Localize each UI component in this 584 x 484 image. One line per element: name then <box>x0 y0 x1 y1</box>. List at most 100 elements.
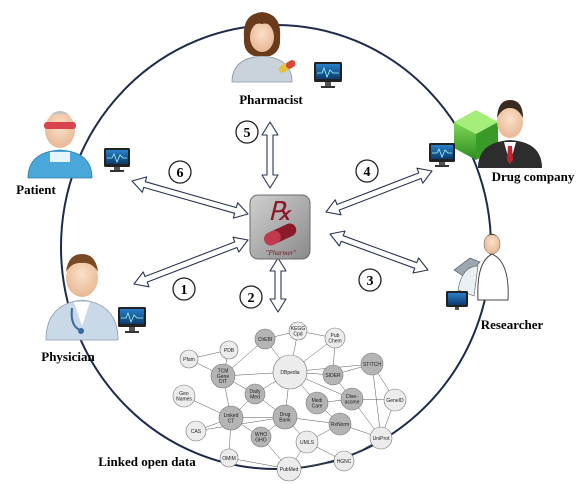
step-number: 6 <box>177 166 184 181</box>
monitor-icon <box>314 62 342 88</box>
lod-node-cas: CAS <box>185 420 207 442</box>
step-badge-3: 3 <box>358 268 382 292</box>
lod-node-label: PubMed <box>280 467 299 473</box>
lod-node-label: ChEBI <box>258 337 272 343</box>
lod-node-label: TCM <box>218 369 229 375</box>
lod-node-label: Med <box>250 394 260 400</box>
lod-node-label: STITCH <box>363 362 381 368</box>
monitor-icon <box>446 291 468 310</box>
lod-node-hgnc: HGNC <box>333 450 355 472</box>
lod-node-label: Gene <box>217 374 229 380</box>
double-arrow-patient <box>131 176 249 219</box>
lod-node-sider: SIDER <box>322 364 344 386</box>
lod-node-label: Names <box>176 396 192 402</box>
double-arrow-physician <box>133 236 249 288</box>
step-number: 2 <box>248 291 255 306</box>
lod-node-label: Cpd <box>293 331 302 337</box>
lod-node-label: KEGG <box>291 326 306 332</box>
drug-company-label: Drug company <box>492 169 575 184</box>
lod-node-label: Dise- <box>346 394 358 400</box>
lod-node-pubmed: PubMed <box>276 456 302 482</box>
pharmacist-avatar <box>231 12 296 83</box>
lod-node-label: UMLS <box>300 440 315 446</box>
lod-node-label: DIT <box>219 379 227 385</box>
monitor-icon <box>429 143 455 167</box>
double-arrow-pharmacist <box>261 121 279 189</box>
lod-node-gene-id: GeneID <box>383 388 407 412</box>
monitor-icon <box>104 148 130 172</box>
step-badge-2: 2 <box>239 285 263 309</box>
lod-edge <box>371 363 382 439</box>
lod-node-label: Drug <box>280 412 291 418</box>
lod-node-pfam: Pfam <box>179 349 199 369</box>
pharmer-logo: ℞ "Pharmer" <box>249 194 311 260</box>
lod-node-label: Chem <box>328 338 341 344</box>
drug-company-avatar <box>454 100 542 168</box>
lod-node-pdb: PDB <box>219 340 239 360</box>
step-badge-6: 6 <box>168 160 192 184</box>
lod-node-label: HGNC <box>337 459 352 465</box>
lod-node-label: Daily <box>249 389 261 395</box>
lod-node-label: SIDER <box>325 373 341 379</box>
lod-node-dbpedia: DBpedia <box>272 354 308 390</box>
step-number: 4 <box>364 165 371 180</box>
linked-open-data-caption: Linked open data <box>98 454 196 469</box>
lod-node-label: Bank <box>279 417 291 423</box>
lod-node-chebi: ChEBI <box>254 328 276 350</box>
step-badge-1: 1 <box>172 277 196 301</box>
physician-label: Physician <box>41 349 95 364</box>
lod-node-label: CAS <box>191 429 202 435</box>
pharmacist-label: Pharmacist <box>239 92 303 107</box>
number-badges: 1 2 3 4 5 6 <box>168 120 382 309</box>
lod-node-omim: OMIM <box>219 448 239 468</box>
researcher-label: Researcher <box>481 317 544 332</box>
step-badge-4: 4 <box>355 159 379 183</box>
lod-node-label: Geo <box>179 391 189 397</box>
lod-node-label: GHO <box>255 437 267 443</box>
lod-node-label: GeneID <box>386 398 404 404</box>
researcher-avatar <box>453 233 509 301</box>
physician-avatar <box>45 254 119 341</box>
lod-node-rxnorm: RxNorm <box>328 412 352 436</box>
lod-node-uniprot: UniProt <box>369 426 393 450</box>
logo-caption: "Pharmer" <box>266 249 297 257</box>
double-arrow-drug-company <box>325 167 433 216</box>
lod-node-label: Care <box>312 403 323 409</box>
step-number: 3 <box>367 274 374 289</box>
lod-node-label: PDB <box>224 348 235 354</box>
lod-node-label: Medi <box>312 398 323 404</box>
lod-node-stitch: STITCH <box>360 352 384 376</box>
lod-node-umls: UMLS <box>295 430 319 454</box>
lod-node-label: Linked <box>224 413 239 419</box>
capsule-icon <box>264 223 297 246</box>
arrows-layer <box>131 121 433 313</box>
lod-node-label: asome <box>344 399 359 405</box>
step-number: 5 <box>244 126 251 141</box>
step-number: 1 <box>181 283 188 298</box>
lod-node-label: Pub <box>331 333 340 339</box>
step-badge-5: 5 <box>235 120 259 144</box>
double-arrow-linked-open-data <box>269 257 287 313</box>
patient-avatar <box>27 111 93 179</box>
lod-node-label: CT <box>228 418 235 424</box>
double-arrow-researcher <box>329 230 429 274</box>
lod-node-label: DBpedia <box>280 370 299 376</box>
patient-label: Patient <box>16 182 56 197</box>
rx-glyph: ℞ <box>268 197 292 226</box>
lod-node-label: WHO <box>255 432 267 438</box>
lod-node-diseasome: Dise-asome <box>340 387 364 411</box>
monitor-icon <box>118 307 146 333</box>
lod-node-label: OMIM <box>222 456 236 462</box>
